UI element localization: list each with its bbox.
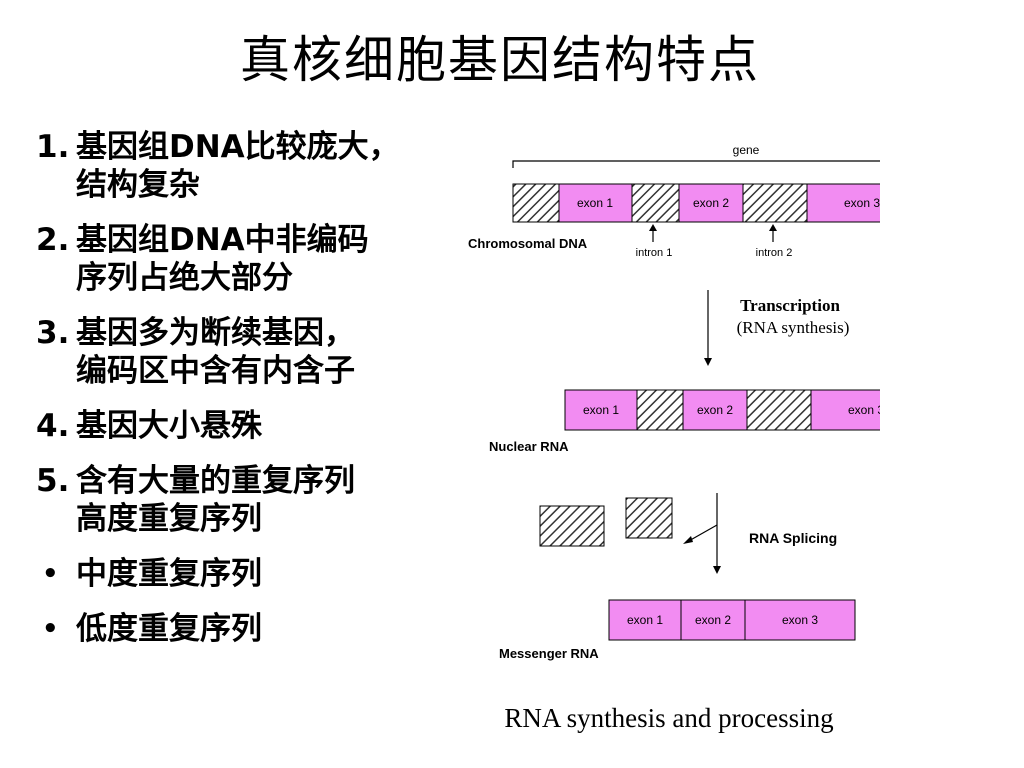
intron-2-label: intron 2 — [756, 247, 793, 259]
nuclear-rna-label: Nuclear RNA — [489, 439, 569, 454]
bullet-item-1: 1. 基因组DNA比较庞大， 结构复杂 — [36, 128, 456, 204]
arrowhead-icon — [704, 358, 712, 366]
diagram-caption: RNA synthesis and processing — [504, 703, 833, 733]
bullet-item-3: 3. 基因多为断续基因， 编码区中含有内含子 — [36, 314, 456, 390]
slide-title: 真核细胞基因结构特点 — [240, 31, 760, 89]
nuclear-rna-strand: exon 1 exon 2 exon 3 — [564, 389, 880, 431]
exon-3-segment — [810, 389, 880, 431]
chromosomal-dna-strand: exon 1 exon 2 exon 3 — [512, 183, 880, 223]
bullet-line: 中度重复序列 — [76, 556, 262, 592]
exon-3-segment — [744, 599, 856, 641]
messenger-rna-strand: exon 1 exon 2 exon 3 — [608, 599, 856, 641]
flank-segment — [512, 183, 560, 223]
intron-1-segment — [636, 389, 684, 431]
bullet-item-6: • 中度重复序列 — [36, 555, 456, 593]
bullet-marker: 3. — [36, 315, 70, 351]
chromosomal-dna-label: Chromosomal DNA — [468, 236, 588, 251]
intron-1-label: intron 1 — [636, 247, 673, 259]
exon-3-label: exon 3 — [782, 613, 818, 627]
exon-2-segment — [680, 599, 746, 641]
exon-1-label: exon 1 — [583, 403, 619, 417]
arrowhead-icon — [713, 566, 721, 574]
exon-1-label: exon 1 — [577, 196, 613, 210]
bullet-dot: • — [42, 559, 59, 589]
exon-1-segment — [564, 389, 638, 431]
rna-synthesis-label: (RNA synthesis) — [737, 318, 850, 337]
exon-2-label: exon 2 — [693, 196, 729, 210]
exon-2-label: exon 2 — [695, 613, 731, 627]
intron-2-segment — [742, 183, 808, 223]
exon-2-segment — [678, 183, 744, 223]
bullet-item-7: • 低度重复序列 — [36, 610, 456, 648]
bullet-item-5: 5. 含有大量的重复序列 高度重复序列 — [36, 462, 456, 538]
bullet-line: 高度重复序列 — [76, 501, 262, 537]
bullet-marker: 4. — [36, 408, 70, 444]
intron-1-segment — [631, 183, 680, 223]
excised-intron-2 — [625, 497, 673, 539]
bullet-marker: 1. — [36, 129, 70, 165]
bullet-line: 含有大量的重复序列 — [76, 463, 355, 499]
arrowhead-icon — [649, 224, 657, 231]
exon-1-segment — [608, 599, 682, 641]
bullet-line: 编码区中含有内含子 — [76, 353, 355, 389]
messenger-rna-label: Messenger RNA — [499, 646, 599, 661]
arrowhead-icon — [683, 536, 693, 544]
bullet-line: 基因组DNA比较庞大， — [76, 129, 400, 165]
intron-2-segment — [746, 389, 812, 431]
rna-splicing-label: RNA Splicing — [749, 530, 837, 546]
bullet-line: 基因多为断续基因， — [76, 315, 355, 351]
bullet-line: 序列占绝大部分 — [76, 260, 293, 296]
excised-intron-1 — [539, 505, 605, 547]
bullet-item-4: 4. 基因大小悬殊 — [36, 407, 456, 445]
bullet-marker: 5. — [36, 463, 70, 499]
exon-3-label: exon 3 — [848, 403, 880, 417]
exon-1-segment — [558, 183, 633, 223]
exon-3-label: exon 3 — [844, 196, 880, 210]
bullet-marker: 2. — [36, 222, 70, 258]
transcription-label: Transcription — [740, 296, 840, 315]
bullet-line: 基因组DNA中非编码 — [76, 222, 369, 258]
bullet-dot: • — [42, 614, 59, 644]
bullet-line: 结构复杂 — [76, 167, 200, 203]
bullet-item-2: 2. 基因组DNA中非编码 序列占绝大部分 — [36, 221, 456, 297]
arrowhead-icon — [769, 224, 777, 231]
bullet-line: 基因大小悬殊 — [76, 408, 262, 444]
rna-processing-diagram: gene exon 1 exon 2 exon 3 Chromosomal DN… — [468, 143, 880, 733]
exon-2-label: exon 2 — [697, 403, 733, 417]
exon-2-segment — [682, 389, 748, 431]
exon-1-label: exon 1 — [627, 613, 663, 627]
exon-3-segment — [806, 183, 880, 223]
gene-label: gene — [733, 143, 760, 157]
bullet-list: 1. 基因组DNA比较庞大， 结构复杂 2. 基因组DNA中非编码 序列占绝大部… — [36, 128, 456, 665]
bullet-line: 低度重复序列 — [76, 611, 262, 647]
gene-bracket — [512, 160, 880, 168]
